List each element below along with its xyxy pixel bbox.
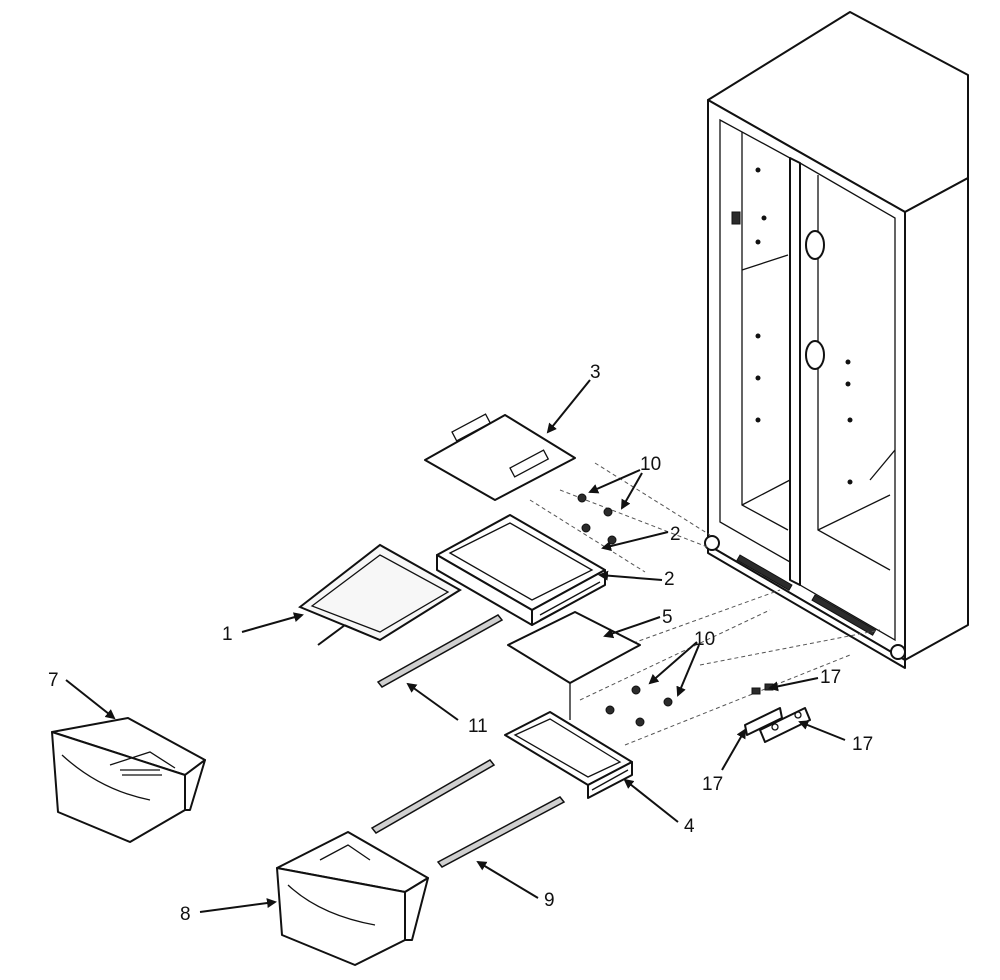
part-4-lower-tray	[504, 711, 633, 799]
part-11-slide-rail	[376, 614, 504, 688]
refrigerator-cabinet	[704, 11, 969, 669]
callout-10b: 10	[694, 629, 715, 650]
part-17-brackets	[744, 683, 811, 743]
part-10-lower-clips	[605, 685, 673, 727]
callout-9: 9	[544, 890, 555, 911]
callout-7: 7	[48, 670, 59, 691]
callout-4: 4	[684, 816, 695, 837]
callout-2a: 2	[670, 524, 681, 545]
callout-labels: 3 10 2 2 1 5 10 7 11 17 17 17 4 8 9	[48, 362, 873, 925]
part-7-crisper-drawer	[51, 717, 206, 843]
callout-8: 8	[180, 904, 191, 925]
callout-2b: 2	[664, 569, 675, 590]
callout-17a: 17	[820, 667, 841, 688]
callout-leaders	[65, 379, 846, 913]
part-2-upper-pan	[436, 514, 606, 626]
part-9-lower-rails	[370, 759, 566, 868]
callout-11: 11	[468, 716, 488, 737]
part-8-crisper-drawer	[276, 831, 429, 966]
part-3-shelf-cover	[424, 413, 576, 501]
part-1-glass-shelf	[298, 543, 462, 646]
callout-5: 5	[662, 607, 673, 628]
callout-17c: 17	[702, 774, 723, 795]
callout-10a: 10	[640, 454, 661, 475]
callout-17b: 17	[852, 734, 873, 755]
callout-1: 1	[222, 624, 233, 645]
part-5-cover	[507, 611, 641, 720]
callout-3: 3	[590, 362, 601, 383]
part-10-upper-clips	[577, 493, 617, 545]
